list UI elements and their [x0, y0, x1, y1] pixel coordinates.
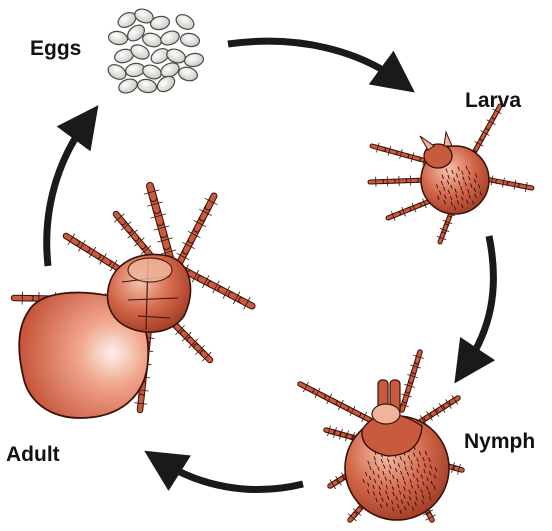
leg — [372, 143, 430, 165]
label-eggs: Eggs — [30, 37, 81, 60]
egg — [159, 29, 181, 48]
leg — [420, 395, 458, 424]
larva-tick-icon — [370, 106, 532, 242]
arrow-eggs-to-larva — [228, 41, 398, 80]
label-adult: Adult — [6, 443, 60, 466]
egg — [177, 65, 199, 82]
arrow-nymph-to-adult — [162, 462, 303, 490]
leg — [300, 382, 370, 422]
label-larva: Larva — [465, 89, 521, 112]
egg — [141, 63, 163, 82]
leg — [177, 196, 218, 262]
egg — [141, 31, 163, 48]
egg — [108, 30, 129, 46]
label-nymph: Nymph — [464, 430, 535, 453]
nymph-tick-icon — [300, 352, 462, 521]
arrow-larva-to-nymph — [466, 236, 493, 366]
egg — [184, 52, 205, 68]
egg-cluster-icon — [106, 7, 205, 96]
egg — [137, 78, 158, 94]
egg — [106, 62, 129, 83]
leg — [398, 352, 424, 410]
leg — [370, 175, 428, 187]
egg — [180, 32, 201, 48]
egg — [174, 12, 197, 33]
egg — [165, 47, 187, 66]
